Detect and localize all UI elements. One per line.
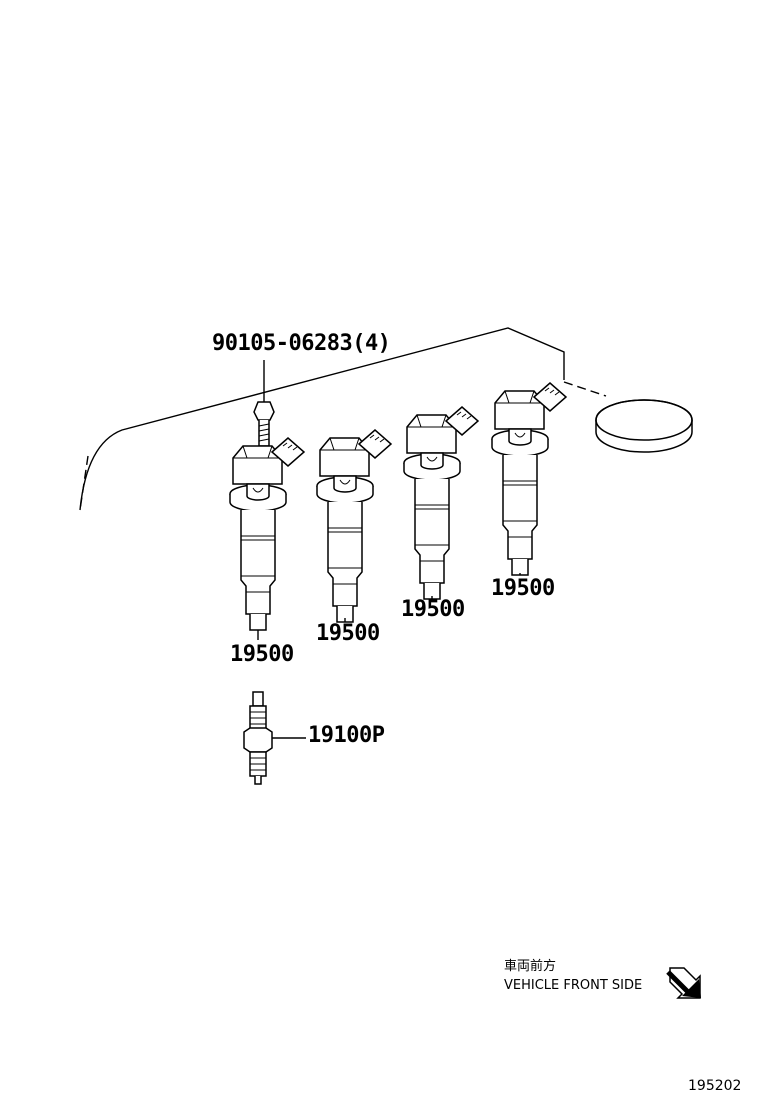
ignition-coil-4	[491, 382, 567, 576]
filler-cap	[595, 399, 693, 453]
vehicle-front-label-jp: 車両前方	[504, 958, 556, 974]
bolt	[253, 360, 275, 447]
arrow-down-right-icon	[666, 967, 701, 999]
spark-plug-part-number[interactable]: 19100P	[308, 723, 385, 748]
bolt-part-number[interactable]: 90105-06283(4)	[212, 331, 391, 356]
coil-2-part-number[interactable]: 19500	[316, 621, 380, 646]
coil-4-part-number[interactable]: 19500	[491, 576, 555, 601]
figure-reference: 195202	[688, 1078, 741, 1094]
vehicle-front-label-en: VEHICLE FRONT SIDE	[504, 978, 642, 993]
coil-1-part-number[interactable]: 19500	[230, 642, 294, 667]
spark-plug	[243, 691, 306, 785]
ignition-coil-2	[316, 429, 392, 623]
engine-outline	[79, 327, 607, 511]
ignition-coil-3	[403, 406, 479, 600]
ignition-coil-1	[229, 437, 305, 640]
coil-3-part-number[interactable]: 19500	[401, 597, 465, 622]
